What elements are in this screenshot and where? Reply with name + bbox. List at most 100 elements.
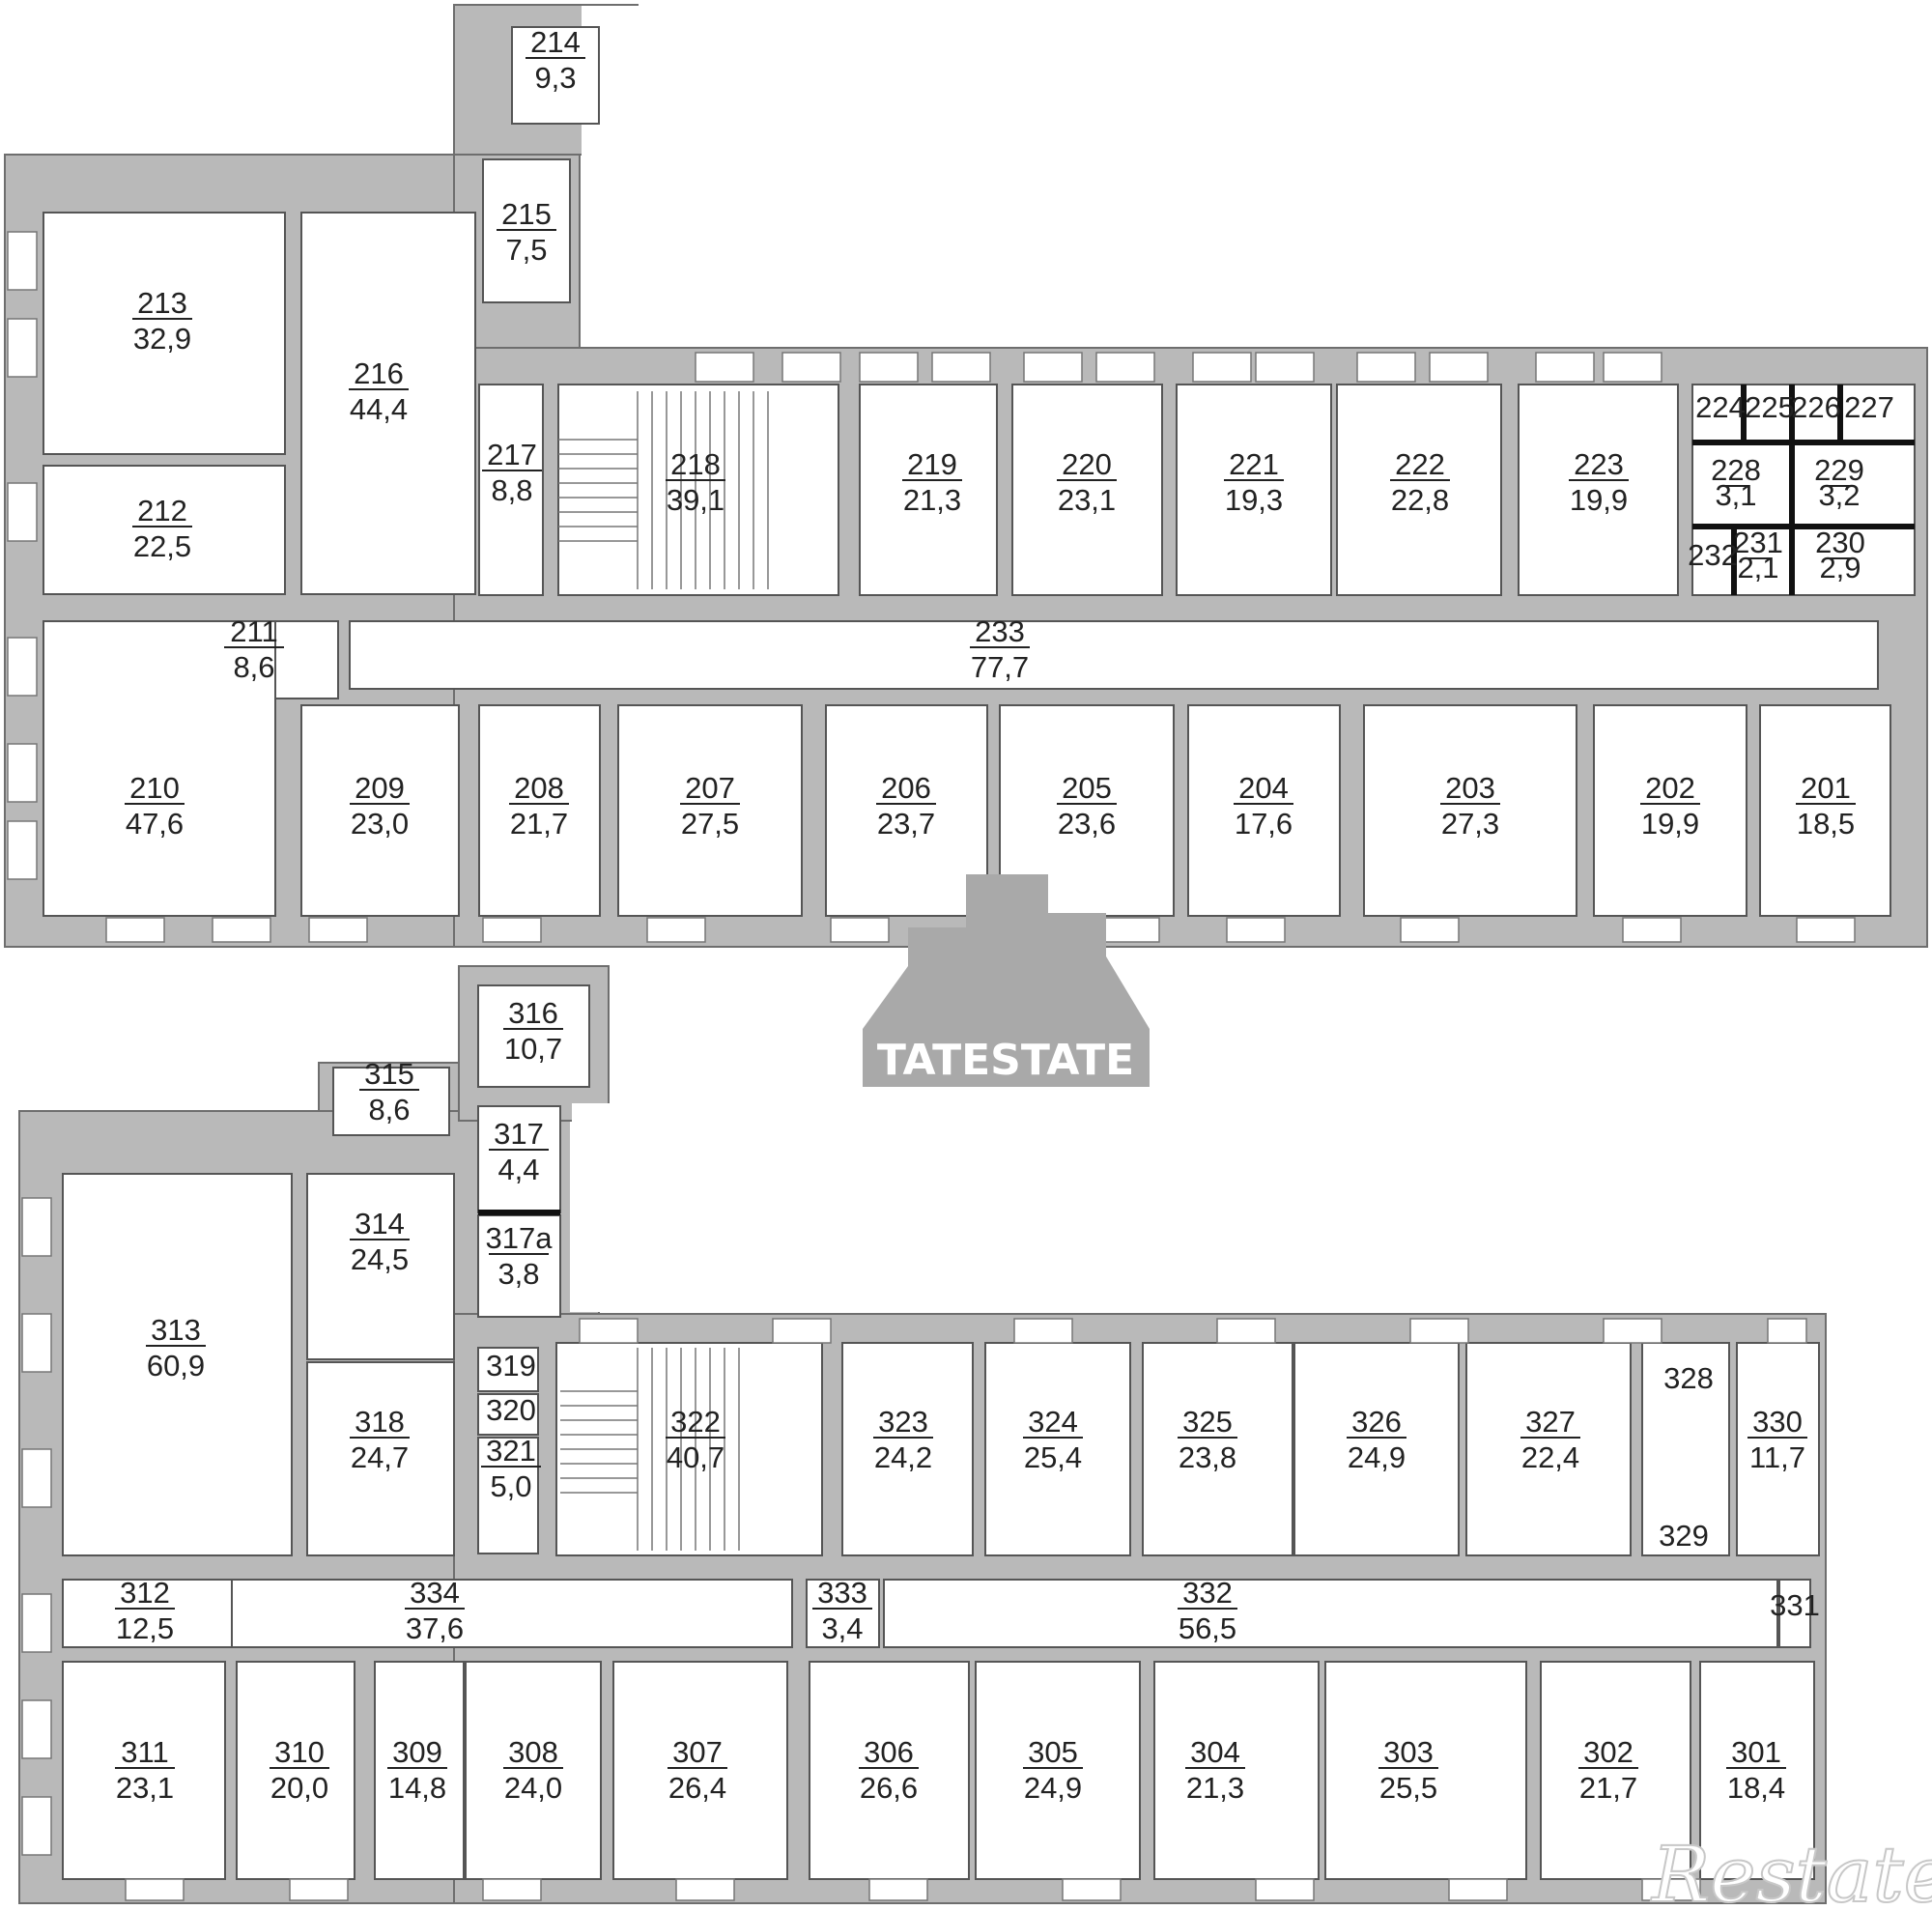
room-number: 221 <box>1229 447 1279 481</box>
room-area: 37,6 <box>406 1611 464 1645</box>
room-area: 21,3 <box>903 483 961 517</box>
room-number: 306 <box>864 1735 914 1769</box>
room-number: 321 <box>486 1434 536 1468</box>
room-area: 3,8 <box>497 1257 539 1291</box>
room-area: 21,3 <box>1186 1771 1244 1805</box>
room-number: 212 <box>137 494 187 527</box>
room-number: 305 <box>1028 1735 1078 1769</box>
room-area: 27,5 <box>681 807 739 841</box>
room-number: 334 <box>410 1576 460 1610</box>
room-area: 40,7 <box>667 1440 724 1474</box>
room-number: 214 <box>530 25 581 59</box>
room-area: 77,7 <box>971 650 1029 684</box>
room-area: 2,9 <box>1819 551 1861 584</box>
room-area: 56,5 <box>1179 1611 1236 1645</box>
room-area: 44,4 <box>350 392 408 426</box>
room-area: 8,8 <box>491 473 532 507</box>
room-number: 328 <box>1663 1361 1714 1395</box>
room-320: 320 <box>486 1393 536 1427</box>
room-area: 60,9 <box>147 1349 205 1383</box>
room-number: 225 <box>1745 390 1795 424</box>
room-number: 320 <box>486 1393 536 1427</box>
room-number: 324 <box>1028 1405 1078 1439</box>
room-number: 326 <box>1351 1405 1402 1439</box>
room-area: 25,5 <box>1379 1771 1437 1805</box>
room-number: 228 <box>1711 453 1761 487</box>
room-area: 11,7 <box>1749 1440 1805 1474</box>
room-number: 319 <box>486 1349 536 1383</box>
room-area: 3,1 <box>1715 478 1756 512</box>
room-area: 24,9 <box>1024 1771 1082 1805</box>
room-area: 21,7 <box>1579 1771 1637 1805</box>
room-number: 301 <box>1731 1735 1781 1769</box>
room-number: 323 <box>878 1405 928 1439</box>
room-number: 216 <box>354 356 404 390</box>
room-number: 206 <box>881 771 931 805</box>
room-number: 332 <box>1182 1576 1233 1610</box>
room-number: 233 <box>975 614 1025 648</box>
room-319: 319 <box>486 1349 536 1383</box>
room-area: 5,0 <box>490 1469 531 1503</box>
room-225: 225 <box>1745 390 1795 424</box>
room-area: 23,1 <box>116 1771 174 1805</box>
room-area: 9,3 <box>534 61 576 95</box>
room-number: 331 <box>1770 1588 1820 1622</box>
room-number: 215 <box>501 197 552 231</box>
room-number: 330 <box>1752 1405 1803 1439</box>
room-number: 220 <box>1062 447 1112 481</box>
room-number: 315 <box>364 1057 414 1091</box>
room-area: 32,9 <box>133 322 191 356</box>
tatestate-logo: TATESTATE <box>863 874 1150 1087</box>
room-labels: 2149,32157,521332,921644,421222,52178,82… <box>115 25 1894 1805</box>
room-number: 317a <box>486 1221 554 1255</box>
room-number: 309 <box>392 1735 442 1769</box>
room-area: 7,5 <box>505 233 547 267</box>
buildings-icon <box>863 874 1150 1087</box>
room-number: 314 <box>355 1207 405 1240</box>
room-area: 8,6 <box>233 650 274 684</box>
room-number: 213 <box>137 286 187 320</box>
room-224: 224 <box>1695 390 1746 424</box>
room-number: 329 <box>1659 1519 1709 1553</box>
room-area: 23,7 <box>877 807 935 841</box>
room-number: 219 <box>907 447 957 481</box>
room-number: 209 <box>355 771 405 805</box>
room-328: 328 <box>1663 1361 1714 1395</box>
room-number: 218 <box>670 447 721 481</box>
room-331: 331 <box>1770 1588 1820 1622</box>
floor3-windows <box>21 1197 1807 1901</box>
room-area: 8,6 <box>368 1093 410 1126</box>
room-number: 302 <box>1583 1735 1634 1769</box>
room-area: 22,8 <box>1391 483 1449 517</box>
room-number: 317 <box>494 1117 544 1151</box>
room-area: 23,1 <box>1058 483 1116 517</box>
